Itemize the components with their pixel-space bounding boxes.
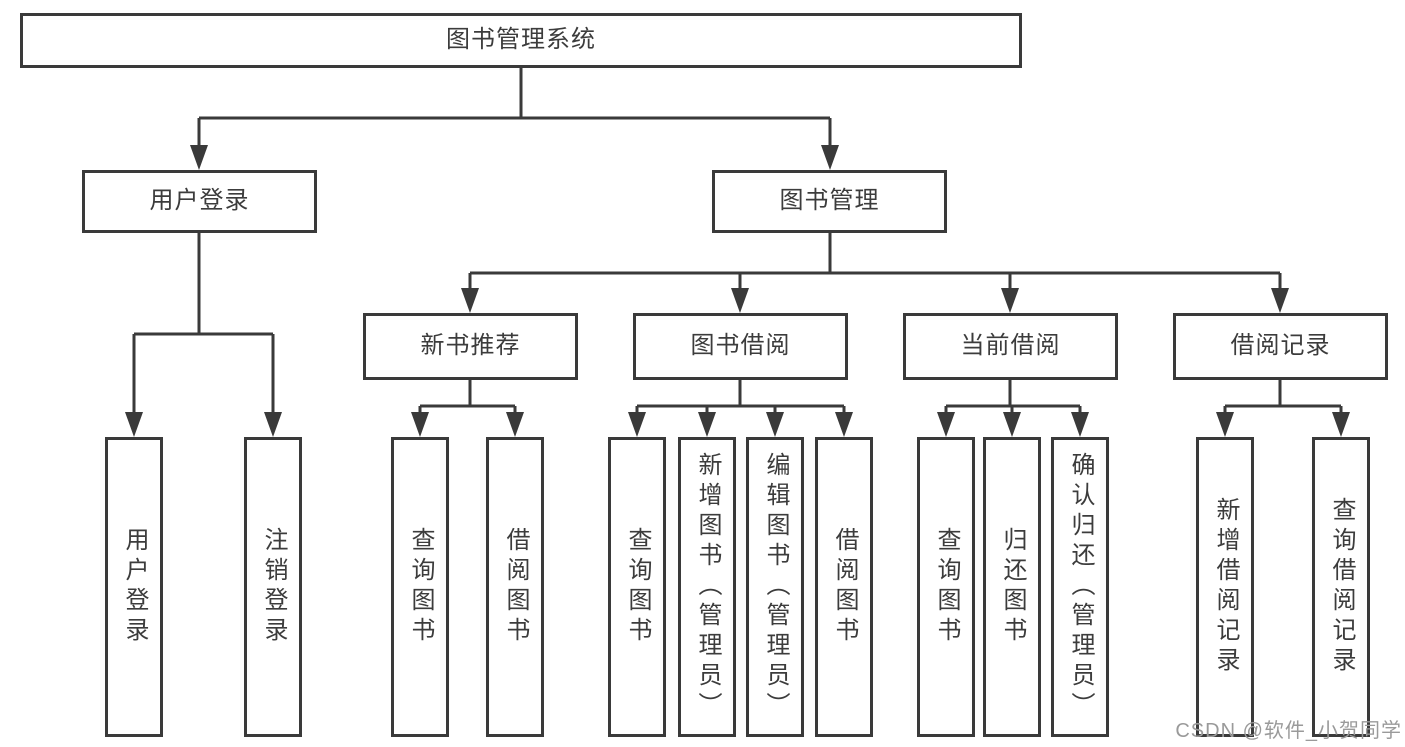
arrowhead-icons (125, 145, 1350, 437)
leaf-add-books-admin: 新增图书（管理员） (678, 437, 736, 737)
node-book-borrowing-label: 图书借阅 (690, 332, 791, 360)
node-book-management-label: 图书管理 (779, 187, 880, 215)
node-library-system: 图书管理系统 (20, 13, 1022, 68)
leaf-confirm-return-admin: 确认归还（管理员） (1051, 437, 1109, 737)
node-current-borrowing: 当前借阅 (903, 313, 1118, 380)
leaf-add-books-admin-label: 新增图书（管理员） (694, 452, 721, 722)
leaf-logout-label: 注销登录 (260, 527, 287, 647)
node-current-borrowing-label: 当前借阅 (960, 332, 1061, 360)
leaf-query-books-recommend-label: 查询图书 (407, 527, 434, 647)
node-library-system-label: 图书管理系统 (446, 26, 596, 54)
leaf-return-books: 归还图书 (983, 437, 1041, 737)
leaf-query-borrow-record-label: 查询借阅记录 (1328, 497, 1355, 677)
leaf-user-login: 用户登录 (105, 437, 163, 737)
leaf-borrow-books-borrowing: 借阅图书 (815, 437, 873, 737)
node-borrow-records-label: 借阅记录 (1230, 332, 1331, 360)
leaf-user-login-label: 用户登录 (121, 527, 148, 647)
leaf-borrow-books-borrowing-label: 借阅图书 (831, 527, 858, 647)
leaf-query-books-current-label: 查询图书 (933, 527, 960, 647)
leaf-query-books-current: 查询图书 (917, 437, 975, 737)
leaf-query-borrow-record: 查询借阅记录 (1312, 437, 1370, 737)
leaf-edit-books-admin: 编辑图书（管理员） (746, 437, 804, 737)
node-book-management: 图书管理 (712, 170, 947, 233)
node-user-login: 用户登录 (82, 170, 317, 233)
leaf-query-books-borrowing-label: 查询图书 (624, 527, 651, 647)
leaf-edit-books-admin-label: 编辑图书（管理员） (762, 452, 789, 722)
node-borrow-records: 借阅记录 (1173, 313, 1388, 380)
leaf-add-borrow-record-label: 新增借阅记录 (1212, 497, 1239, 677)
node-new-book-recommend-label: 新书推荐 (420, 332, 521, 360)
csdn-watermark: CSDN @软件_小贺同学 (1175, 720, 1402, 742)
node-new-book-recommend: 新书推荐 (363, 313, 578, 380)
connector-lines (132, 68, 1343, 416)
leaf-return-books-label: 归还图书 (999, 527, 1026, 647)
node-book-borrowing: 图书借阅 (633, 313, 848, 380)
node-user-login-label: 用户登录 (149, 187, 250, 215)
leaf-borrow-books-recommend-label: 借阅图书 (502, 527, 529, 647)
leaf-query-books-recommend: 查询图书 (391, 437, 449, 737)
leaf-query-books-borrowing: 查询图书 (608, 437, 666, 737)
leaf-confirm-return-admin-label: 确认归还（管理员） (1067, 452, 1094, 722)
leaf-add-borrow-record: 新增借阅记录 (1196, 437, 1254, 737)
leaf-borrow-books-recommend: 借阅图书 (486, 437, 544, 737)
leaf-logout: 注销登录 (244, 437, 302, 737)
